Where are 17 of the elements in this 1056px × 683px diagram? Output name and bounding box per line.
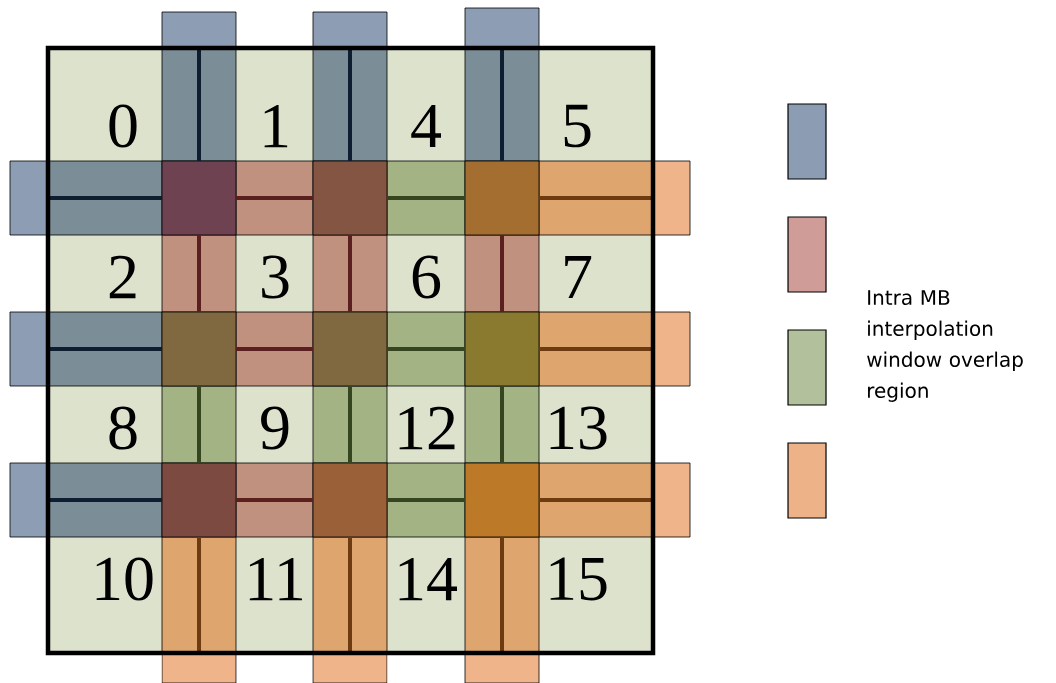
block-number: 6	[412, 255, 441, 299]
block-number: 9	[261, 406, 289, 450]
block-number: 14	[399, 557, 457, 601]
block-number: 5	[564, 104, 591, 148]
block-number: 10	[96, 557, 153, 601]
block-number: 1	[264, 104, 288, 148]
block-number: 2	[109, 255, 136, 299]
block-number: 13	[550, 406, 607, 450]
block-number: 15	[550, 557, 607, 601]
block-number: 12	[399, 406, 455, 450]
block-number: 7	[565, 256, 592, 298]
block-number: 11	[249, 557, 302, 601]
legend-text: Intra MB interpolation window overlap region	[867, 290, 1023, 402]
block-number: 4	[411, 104, 441, 148]
block-number: 3	[262, 255, 289, 299]
block-number: 8	[109, 406, 137, 450]
block-number: 0	[109, 104, 137, 148]
